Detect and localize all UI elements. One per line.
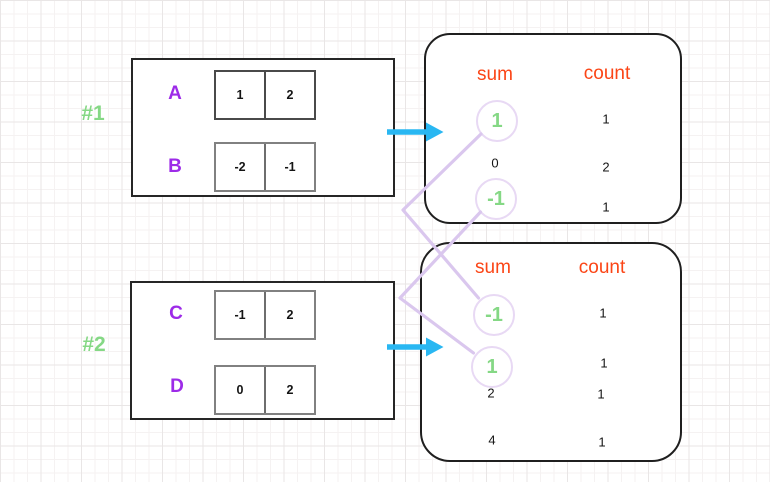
example-1-input-box: A 1 2 B -2 -1: [131, 58, 395, 197]
sum-value-circled: -1: [475, 178, 517, 220]
example-2-sum-table: sum count -1 1 1 1 2 1 4 1: [420, 242, 682, 462]
array-c-cells: -1 2: [214, 290, 316, 340]
sum-value: 4: [488, 432, 496, 448]
sum-value-circled: -1: [473, 294, 515, 336]
array-d-cells: 0 2: [214, 365, 316, 415]
array-a-cells: 1 2: [214, 70, 316, 120]
array-d-cell-1: 2: [264, 367, 314, 413]
sum-value-circled: 1: [476, 100, 518, 142]
count-value: 1: [602, 111, 610, 127]
array-b-cells: -2 -1: [214, 142, 316, 192]
example-1-sum-table: sum count 1 1 0 2 -1 1: [424, 33, 682, 224]
count-header-1: count: [583, 63, 631, 84]
example-1-label: #1: [81, 102, 105, 125]
count-value: 2: [602, 159, 610, 175]
sum-value-circled: 1: [471, 346, 513, 388]
count-value: 1: [599, 305, 607, 321]
array-c-cell-1: 2: [264, 292, 314, 338]
array-c-cell-0: -1: [234, 308, 246, 322]
array-a-label: A: [168, 83, 182, 104]
count-value: 1: [597, 386, 605, 402]
array-d-cell-0: 0: [236, 383, 244, 397]
sum-header-1: sum: [477, 64, 513, 85]
count-value: 1: [602, 199, 610, 215]
sum-value: 2: [487, 385, 495, 401]
array-a-cell-1: 2: [264, 72, 314, 118]
sum-header-2: sum: [475, 257, 511, 278]
array-d-label: D: [170, 376, 184, 397]
array-a-cell-0: 1: [236, 88, 244, 102]
example-2-label: #2: [82, 333, 106, 356]
count-header-2: count: [578, 257, 626, 278]
array-b-label: B: [168, 156, 182, 177]
example-2-input-box: C -1 2 D 0 2: [130, 281, 395, 420]
count-value: 1: [598, 434, 606, 450]
count-value: 1: [600, 355, 608, 371]
array-b-cell-1: -1: [264, 144, 314, 190]
sum-value: 0: [491, 155, 499, 171]
array-c-label: C: [169, 303, 183, 324]
array-b-cell-0: -2: [234, 160, 246, 174]
